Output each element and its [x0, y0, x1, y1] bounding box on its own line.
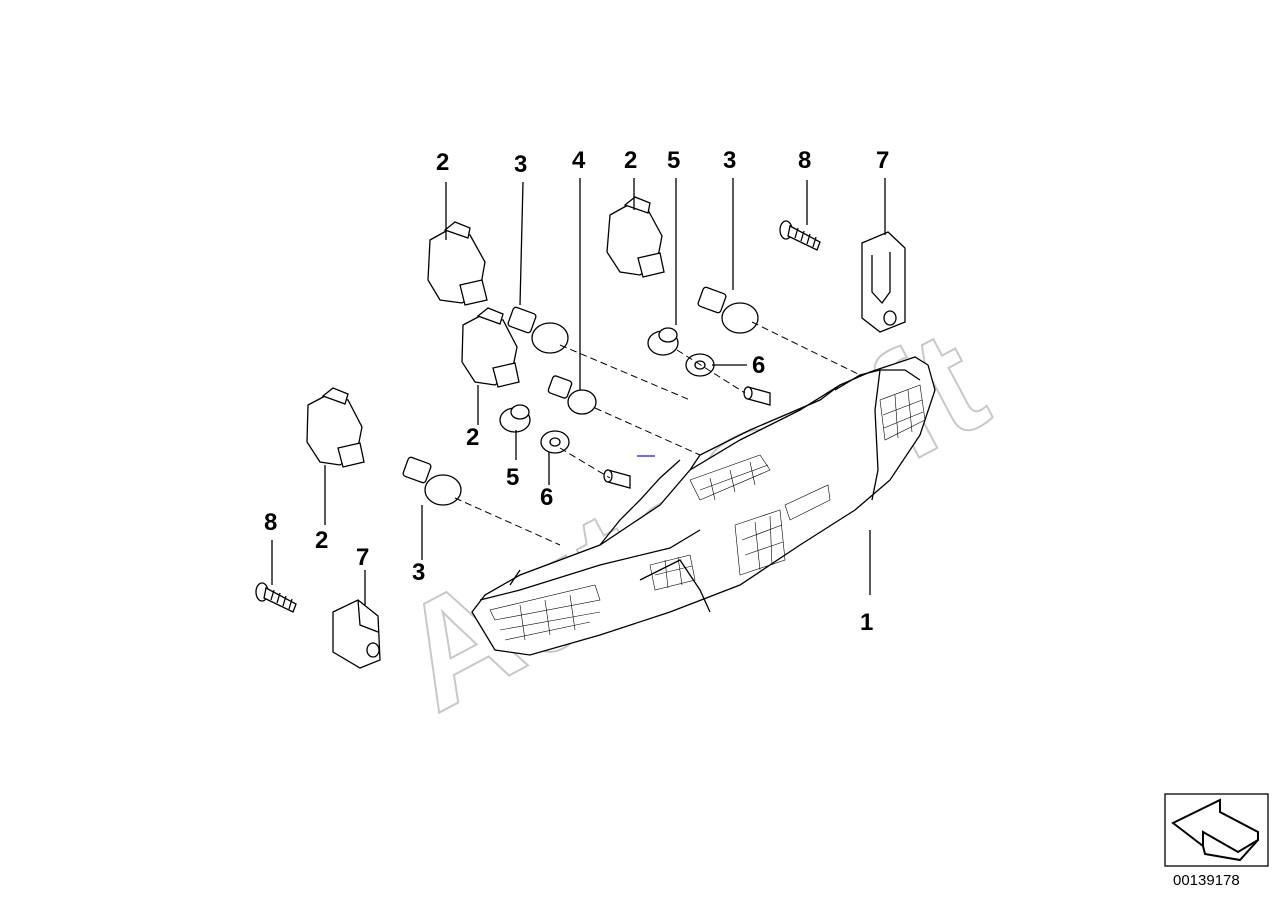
clip[interactable]	[861, 231, 906, 333]
bulb-socket[interactable]	[606, 196, 665, 278]
clip[interactable]	[332, 599, 381, 669]
callout-2: 2	[466, 424, 479, 451]
callout-5: 5	[506, 464, 519, 491]
bulb[interactable]	[697, 286, 759, 334]
callout-7: 7	[356, 544, 369, 571]
bulb[interactable]	[547, 375, 597, 415]
screw[interactable]	[779, 220, 821, 251]
screw[interactable]	[255, 582, 297, 613]
nut[interactable]	[499, 404, 531, 433]
arrow-orientation-icon	[1171, 798, 1259, 862]
callout-3: 3	[723, 147, 736, 174]
reference-number: 00139178	[1173, 872, 1240, 889]
nut[interactable]	[647, 327, 679, 356]
orientation-box: 00139178	[1164, 793, 1269, 889]
bulb[interactable]	[507, 306, 569, 354]
washer[interactable]	[540, 430, 570, 454]
bulb-socket[interactable]	[461, 307, 520, 388]
bulb-socket[interactable]	[427, 221, 488, 306]
callout-8: 8	[264, 509, 277, 536]
callout-7: 7	[876, 147, 889, 174]
callout-4: 4	[572, 147, 586, 174]
callout-2: 2	[315, 527, 328, 554]
callout-1: 1	[860, 609, 873, 636]
callout-3: 3	[412, 559, 425, 586]
callout-5: 5	[667, 147, 680, 174]
callout-3: 3	[514, 151, 527, 178]
callout-labels: 2 3 4 2 5 3 8 7 6 2 5 6 8 2 7 3 1	[264, 147, 889, 636]
lamp-housing[interactable]	[471, 356, 936, 656]
callout-8: 8	[798, 147, 811, 174]
callout-2: 2	[436, 149, 449, 176]
leader-lines	[271, 178, 886, 605]
callout-2: 2	[624, 147, 637, 174]
callout-6: 6	[540, 484, 553, 511]
bulb[interactable]	[402, 456, 462, 506]
callout-6: 6	[752, 352, 765, 379]
bulb-socket[interactable]	[306, 387, 365, 468]
assembly-lines	[454, 321, 861, 546]
